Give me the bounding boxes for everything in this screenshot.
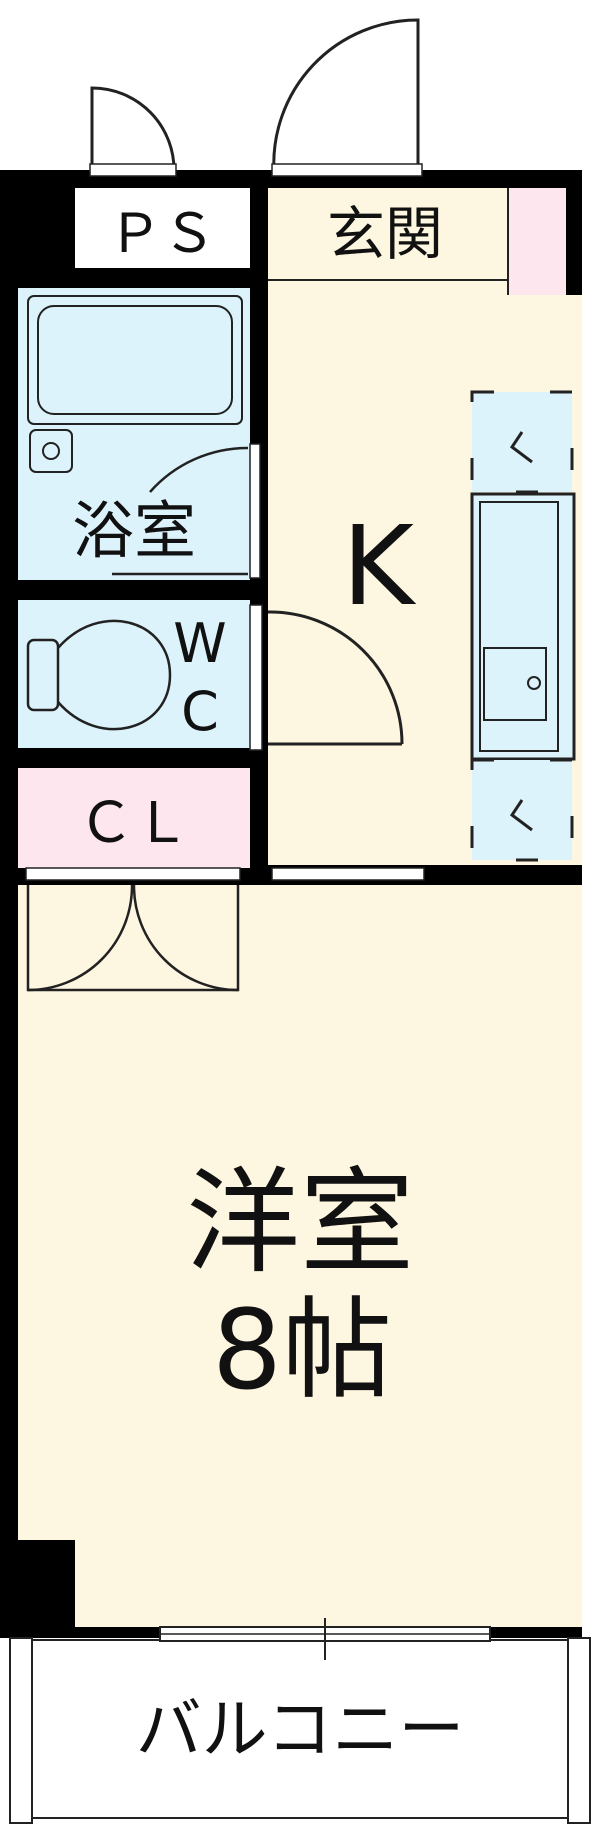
label-closet: ＣＬ xyxy=(78,791,190,856)
column xyxy=(18,1540,75,1627)
room-bath xyxy=(18,288,250,580)
stove-burner-icon xyxy=(470,758,574,862)
stove-burner-icon xyxy=(470,390,574,494)
room-entrance xyxy=(268,188,508,295)
door-swing-icon xyxy=(267,610,404,746)
entrance-shoe-box xyxy=(508,188,566,295)
label-ps: ＰＳ xyxy=(108,202,216,265)
room-ps xyxy=(75,188,250,268)
bathtub-icon xyxy=(27,295,243,473)
label-wc-top: W xyxy=(173,612,226,675)
label-western-room: 洋室 xyxy=(186,1156,414,1289)
toilet-icon xyxy=(26,619,172,731)
label-wc-bottom: C xyxy=(181,680,219,743)
label-entrance: 玄関 xyxy=(327,200,443,268)
door-swing-icon xyxy=(90,18,420,173)
door-swing-icon xyxy=(112,446,249,576)
sink-icon xyxy=(470,492,576,761)
label-western-room-size: 8帖 xyxy=(212,1286,392,1414)
label-kitchen: K xyxy=(342,502,417,630)
label-bath: 浴室 xyxy=(72,494,196,567)
room-closet xyxy=(18,768,250,868)
door-swing-icon xyxy=(26,884,240,992)
label-balcony: バルコニー xyxy=(136,1691,465,1768)
balcony xyxy=(29,1639,571,1819)
room-western xyxy=(18,885,582,1627)
